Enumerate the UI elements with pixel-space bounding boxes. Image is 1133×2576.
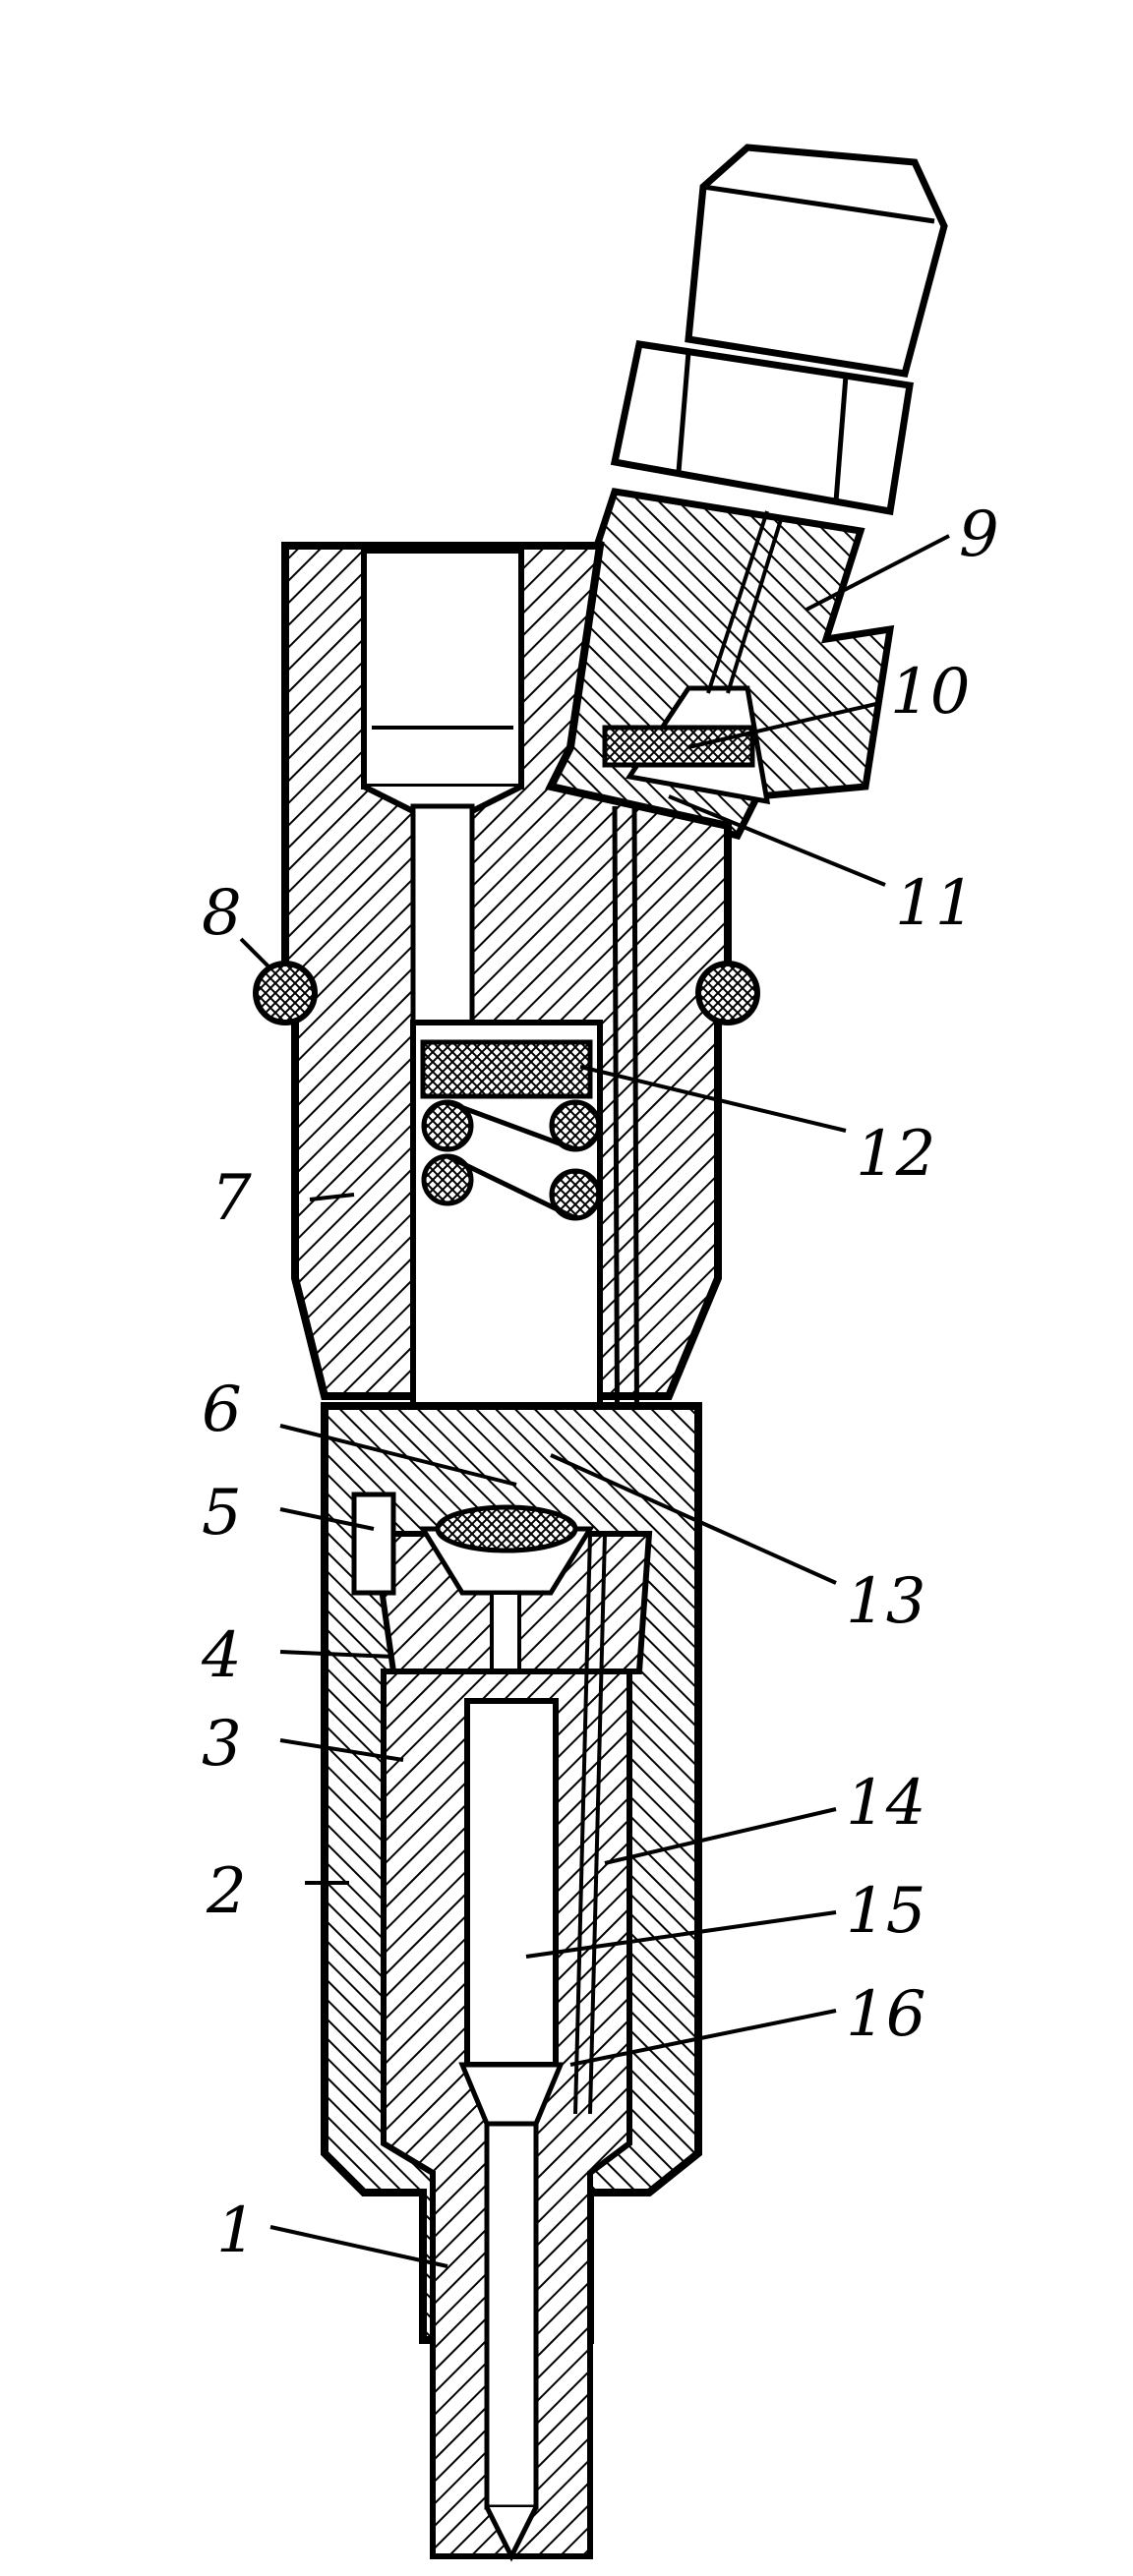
callout-9: 9 [959,498,999,571]
o-ring [253,961,760,1025]
nozzle-nut [321,1402,702,2562]
fitting-nut [610,144,948,516]
callout-3: 3 [202,1708,242,1781]
leader-lines [239,534,950,2268]
callout-1: 1 [216,2195,257,2267]
callout-14: 14 [846,1767,925,1840]
callout-10: 10 [890,656,970,729]
callout-8: 8 [202,877,242,950]
callout-2: 2 [206,1855,247,1928]
callout-5: 5 [202,1477,242,1550]
callout-labels: 1 2 3 4 5 6 7 8 9 10 11 12 13 14 15 16 [201,498,999,2267]
callout-16: 16 [846,1978,925,2051]
callout-6: 6 [202,1374,242,1446]
callout-4: 4 [201,1619,242,1692]
callout-11: 11 [895,867,975,940]
callout-12: 12 [856,1118,935,1191]
fitting-body [532,488,895,841]
callout-7: 7 [211,1162,252,1235]
callout-13: 13 [846,1565,925,1638]
callout-15: 15 [846,1875,925,1948]
